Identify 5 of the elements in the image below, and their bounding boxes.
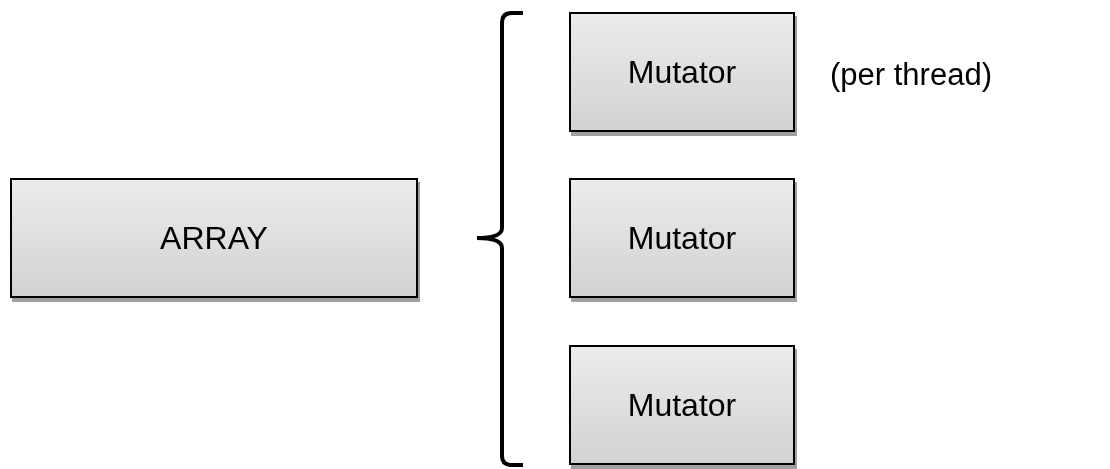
box-label: Mutator — [627, 386, 737, 425]
box-label: Mutator — [627, 53, 737, 92]
note-text: (per thread) — [830, 56, 992, 94]
box-label: ARRAY — [160, 219, 268, 258]
box-label: Mutator — [627, 219, 737, 258]
